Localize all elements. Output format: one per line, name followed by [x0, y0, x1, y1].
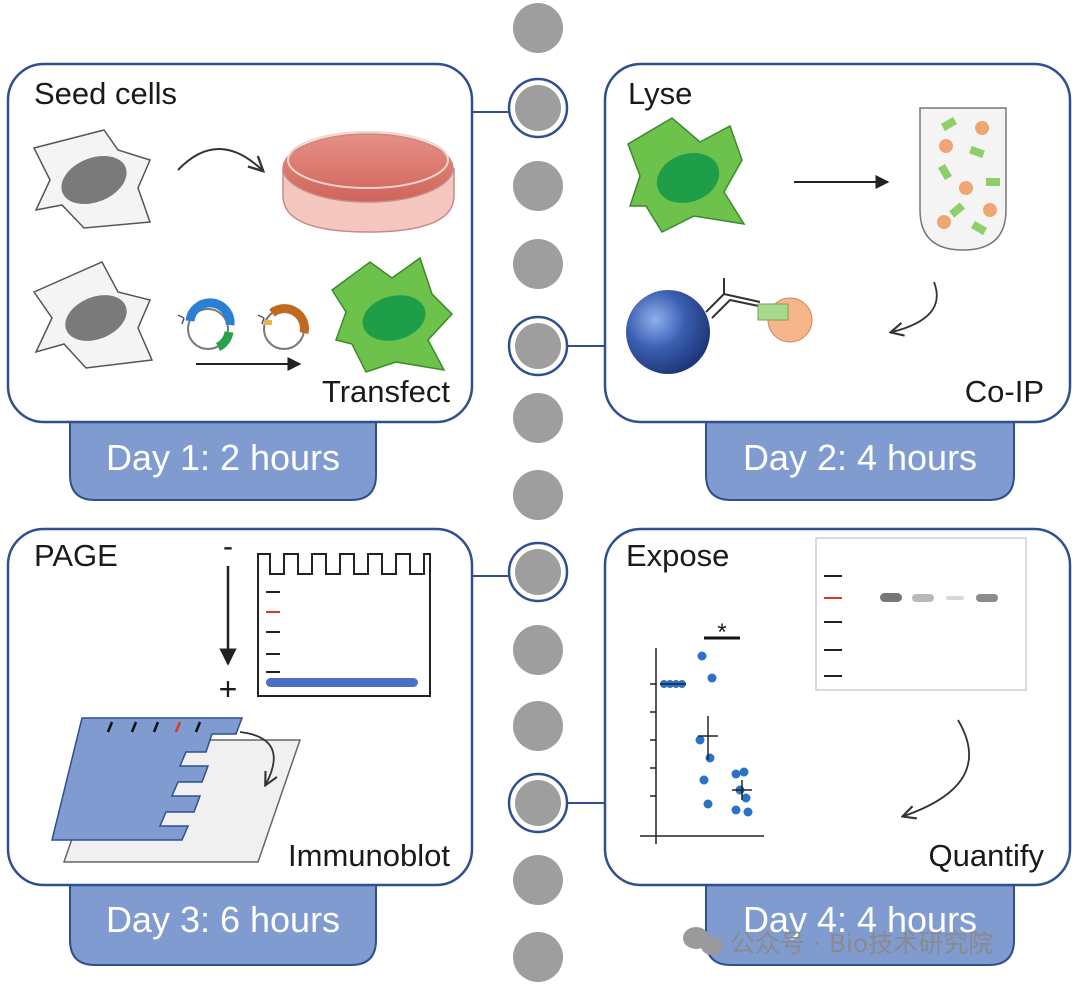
watermark-text: 公众号 · Bio技术研究院: [730, 929, 993, 958]
bead-icon: [626, 290, 710, 374]
curved-arrow: [177, 148, 262, 170]
panel-day1: Seed cells Transfect Day 1: 2 hours: [6, 62, 474, 501]
nucleus-grey: [65, 295, 127, 341]
day-tab: [69, 409, 377, 501]
step-title: PAGE: [34, 538, 118, 573]
timeline: [472, 3, 605, 982]
petri-dish: [282, 131, 455, 233]
timeline-dot: [513, 470, 563, 520]
plasmid-icon: [177, 298, 235, 352]
day-tab: [69, 874, 377, 966]
curved-arrow: [892, 281, 938, 332]
day-label: Day 2: 4 hours: [743, 437, 977, 478]
blot-image: [815, 537, 1027, 691]
panel-box: [6, 62, 474, 424]
gel-minus-sign: -: [223, 530, 233, 563]
step-action: Immunoblot: [288, 838, 450, 873]
plasmid-icon: [257, 304, 309, 350]
timeline-dot: [513, 393, 563, 443]
panel-day2: Lyse Co-IP Day 2: 4 hours: [603, 62, 1072, 501]
gel-plus-sign: +: [219, 671, 238, 707]
day-label: Day 1: 2 hours: [106, 437, 340, 478]
timeline-dot: [513, 855, 563, 905]
step-action: Quantify: [929, 838, 1045, 873]
antibody-icon: [705, 278, 769, 319]
timeline-dot: [513, 932, 563, 982]
timeline-dot: [513, 3, 563, 53]
step-action: Co-IP: [965, 374, 1044, 409]
wechat-icon: [683, 927, 723, 955]
gel-sheet-icon: [51, 717, 244, 841]
curved-arrow: [239, 731, 274, 784]
step-action: Transfect: [322, 374, 450, 409]
day-tab: [705, 409, 1015, 501]
watermark: 公众号 · Bio技术研究院: [683, 927, 993, 958]
protein-icon: [757, 303, 789, 321]
timeline-dot: [513, 625, 563, 675]
step-title: Seed cells: [34, 76, 177, 111]
tube-icon: [919, 107, 1007, 251]
day-label: Day 3: 6 hours: [106, 899, 340, 940]
panel-day4: Expose Quantify Day 4: 4 hours: [603, 527, 1072, 966]
gel-icon: [257, 553, 431, 697]
nucleus-green: [656, 152, 720, 204]
timeline-dot: [513, 161, 563, 211]
nucleus-green: [362, 295, 426, 341]
panel-day3: PAGE Immunoblot Day 3: 6 hours - +: [6, 527, 474, 966]
step-title: Expose: [626, 538, 729, 573]
nucleus-grey: [61, 155, 127, 205]
curved-arrow: [904, 719, 970, 816]
step-title: Lyse: [628, 76, 692, 111]
timeline-dot: [513, 239, 563, 289]
day-label: Day 4: 4 hours: [743, 899, 977, 940]
significance-mark: *: [717, 619, 726, 646]
timeline-dot: [513, 701, 563, 751]
dot-plot: *: [640, 619, 764, 844]
